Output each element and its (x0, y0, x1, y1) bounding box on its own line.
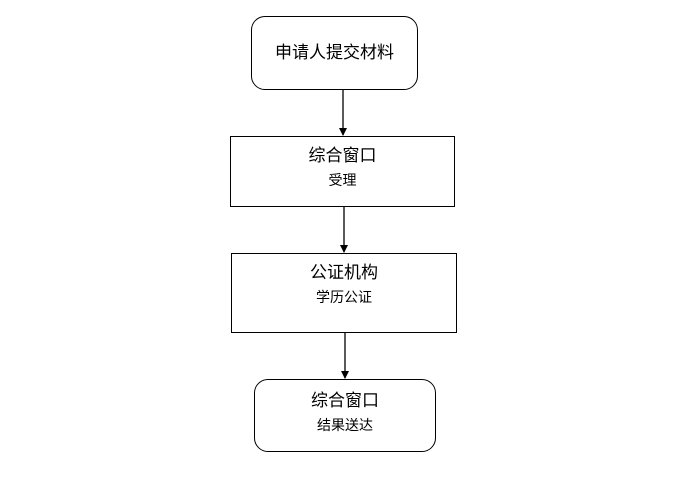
node-applicant-submit: 申请人提交材料 (251, 16, 418, 90)
node-title: 综合窗口 (308, 146, 377, 166)
node-subtitle: 学历公证 (316, 290, 372, 306)
node-subtitle: 结果送达 (317, 418, 373, 434)
node-window-accept: 综合窗口 受理 (230, 136, 455, 207)
node-title: 综合窗口 (311, 391, 379, 411)
node-title: 公证机构 (310, 263, 378, 283)
node-window-deliver: 综合窗口 结果送达 (254, 379, 436, 452)
node-notary-office: 公证机构 学历公证 (231, 253, 457, 333)
node-subtitle: 受理 (328, 173, 357, 189)
node-title: 申请人提交材料 (275, 43, 394, 63)
